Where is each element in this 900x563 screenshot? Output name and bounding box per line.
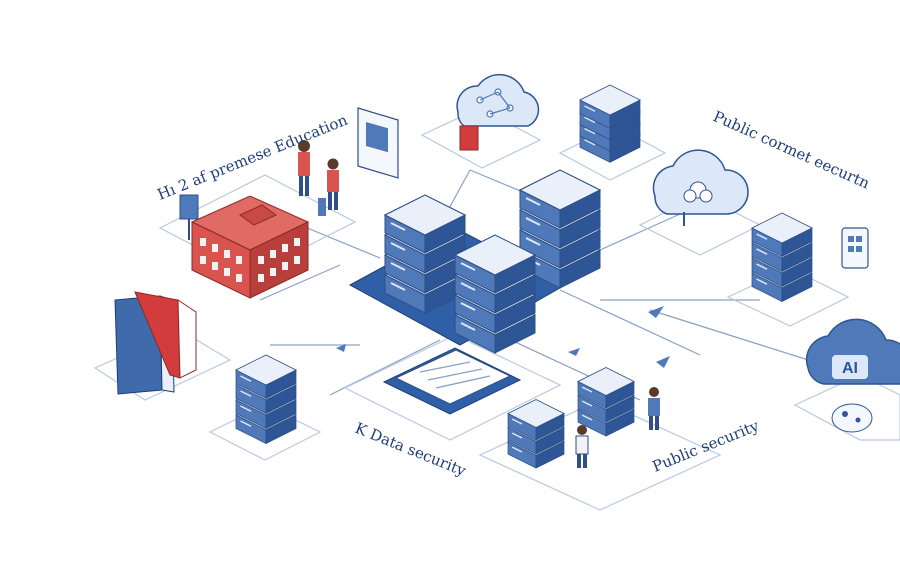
school-building-icon (179, 194, 310, 299)
cloud-network-icon (456, 73, 540, 151)
document-icon (357, 107, 399, 179)
public-security-label: Public security (650, 416, 762, 475)
lock-icon (459, 125, 479, 151)
central-server-cluster (384, 169, 601, 354)
education-label: Hı 2 af premese Education (155, 111, 351, 204)
globe-icon (831, 403, 873, 433)
server-rack-icon (751, 212, 813, 303)
server-rack-icon (577, 366, 635, 437)
sign-post (179, 194, 199, 220)
server-rack-icon (235, 354, 297, 445)
server-rack-icon (507, 398, 565, 469)
server-rack-icon (579, 84, 641, 163)
cloud-ai-icon: AI (805, 318, 900, 385)
tablet-icon (841, 227, 869, 269)
data-security-label: K Data security (353, 419, 469, 480)
cloud-tree-icon (652, 149, 749, 226)
flow-arrows (336, 306, 670, 368)
books-icon (114, 291, 197, 395)
people-icon (575, 387, 660, 468)
ai-badge-text: AI (842, 360, 858, 377)
people-icon (298, 140, 339, 216)
document-tray-icon (382, 347, 522, 415)
